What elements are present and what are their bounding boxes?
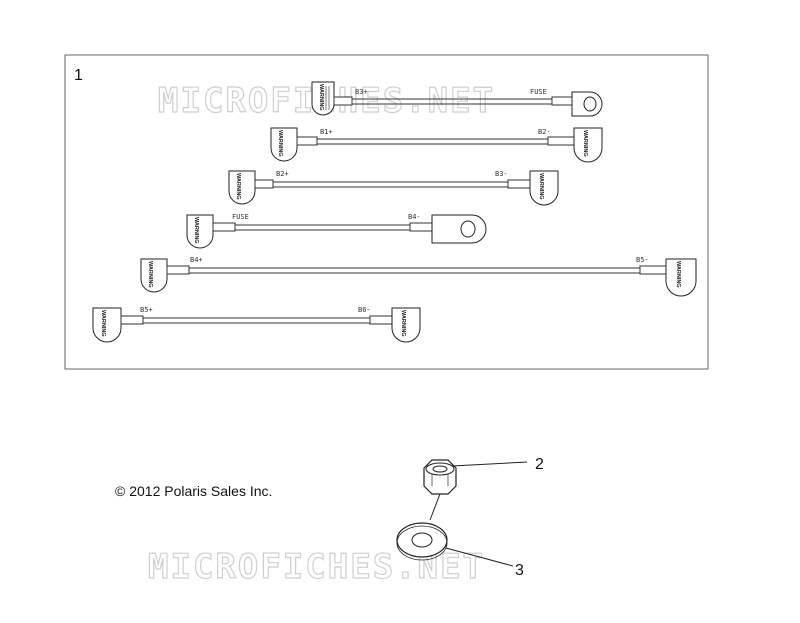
warning-tag-icon: WARNING — [573, 127, 603, 163]
warning-tag-icon: WARNING — [270, 127, 298, 162]
hex-nut-icon[interactable] — [423, 459, 457, 495]
group-frame — [64, 54, 709, 370]
callout-3: 3 — [515, 562, 524, 579]
cable-assembly[interactable]: WARNING WARNING B4+ B5- — [140, 256, 697, 297]
leader-line — [451, 461, 528, 467]
terminal-label: B6- — [358, 306, 371, 314]
centerline — [429, 493, 441, 521]
terminal-label: B3+ — [355, 88, 368, 96]
terminal-label: B5+ — [140, 306, 153, 314]
copyright-text: © 2012 Polaris Sales Inc. — [115, 483, 272, 499]
svg-text:WARNING: WARNING — [100, 310, 106, 337]
terminal-label: B2+ — [276, 170, 289, 178]
warning-tag-icon: WARNING — [186, 214, 214, 249]
terminal-label: B1+ — [320, 128, 333, 136]
group-number: 1 — [74, 67, 83, 84]
leader-line — [445, 547, 514, 567]
svg-text:WARNING: WARNING — [582, 130, 588, 157]
svg-text:WARNING: WARNING — [277, 130, 283, 157]
terminal-label: B5- — [636, 256, 649, 264]
warning-tag-icon: WARNING — [92, 307, 122, 343]
svg-text:WARNING: WARNING — [538, 173, 544, 200]
cable-assembly[interactable]: WARNING FUSE B4- — [186, 213, 487, 249]
terminal-label: FUSE — [530, 88, 547, 96]
svg-text:WARNING: WARNING — [147, 261, 153, 288]
warning-tag-icon: WARNING — [140, 258, 168, 293]
svg-text:WARNING: WARNING — [675, 261, 681, 288]
cable-assembly[interactable]: WARNING WARNING B5+ B6- — [92, 306, 421, 343]
warning-tag-icon: WARNING — [665, 258, 697, 297]
terminal-label: B4- — [408, 213, 421, 221]
svg-text:WARNING: WARNING — [193, 217, 199, 244]
svg-text:WARNING: WARNING — [235, 173, 241, 200]
terminal-label: B4+ — [190, 256, 203, 264]
warning-tag-icon: WARNING — [311, 81, 335, 116]
cable-assembly[interactable]: WARNING B3+ FUSE — [311, 81, 603, 117]
svg-text:WARNING: WARNING — [318, 84, 324, 111]
callout-2: 2 — [535, 456, 544, 473]
cable-assembly[interactable]: WARNING WARNING B1+ B2- — [270, 127, 603, 163]
ring-terminal-icon — [431, 214, 487, 244]
terminal-label: B2- — [538, 128, 551, 136]
svg-text:WARNING: WARNING — [400, 310, 406, 337]
warning-tag-icon: WARNING — [391, 307, 421, 343]
warning-tag-icon: WARNING — [228, 170, 256, 205]
warning-tag-icon: WARNING — [529, 170, 559, 206]
terminal-label: FUSE — [232, 213, 249, 221]
cable-assembly[interactable]: WARNING WARNING B2+ B3- — [228, 170, 559, 206]
terminal-label: B3- — [495, 170, 508, 178]
washer-icon[interactable] — [396, 522, 448, 561]
